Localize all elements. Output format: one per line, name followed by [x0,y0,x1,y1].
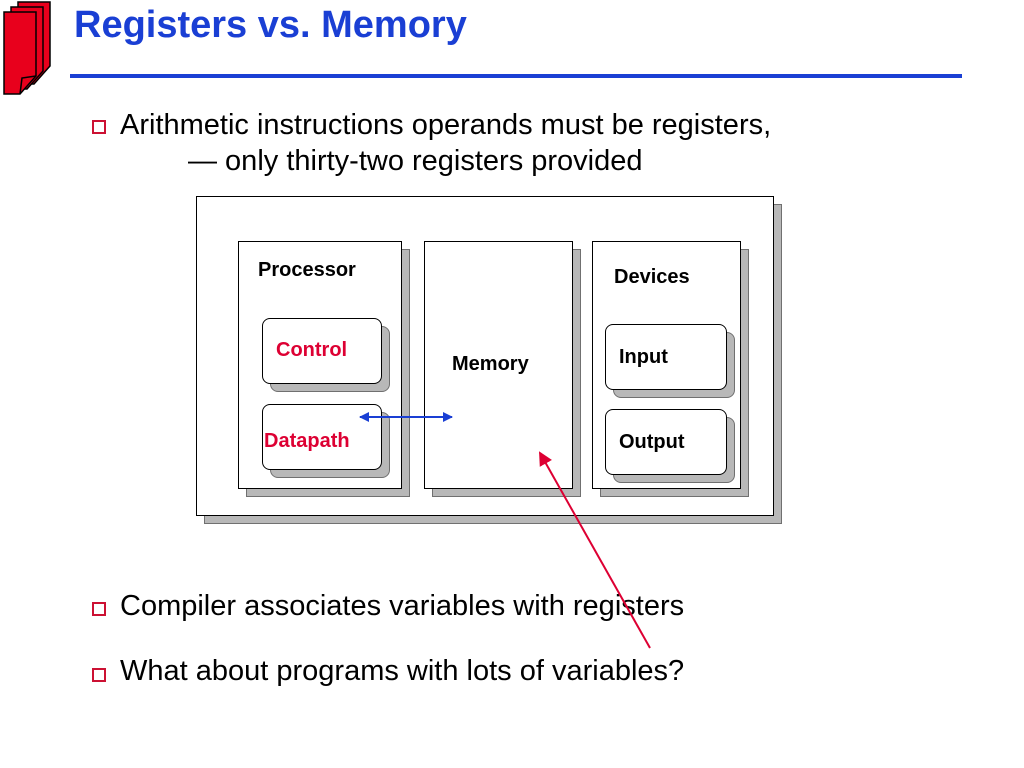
title-divider [70,74,962,78]
bullet-square-icon [92,668,106,682]
memory-box [424,241,573,489]
output-label: Output [619,431,685,453]
datapath-label: Datapath [264,430,350,452]
bullet-2-text: Compiler associates variables with regis… [120,590,685,622]
control-box [262,318,382,384]
stacked-pages-icon [3,1,51,95]
input-box [605,324,727,390]
devices-label: Devices [614,266,690,288]
input-label: Input [619,346,668,368]
processor-label: Processor [258,259,356,281]
bullet-1-line-2: — only thirty-two registers provided [188,145,643,177]
bullet-1-line-1: Arithmetic instructions operands must be… [120,109,772,141]
bullet-square-icon [92,120,106,134]
control-label: Control [276,339,348,361]
memory-label: Memory [452,353,529,375]
page-title: Registers vs. Memory [74,4,467,46]
bullet-square-icon [92,602,106,616]
bullet-3-text: What about programs with lots of variabl… [120,655,685,687]
